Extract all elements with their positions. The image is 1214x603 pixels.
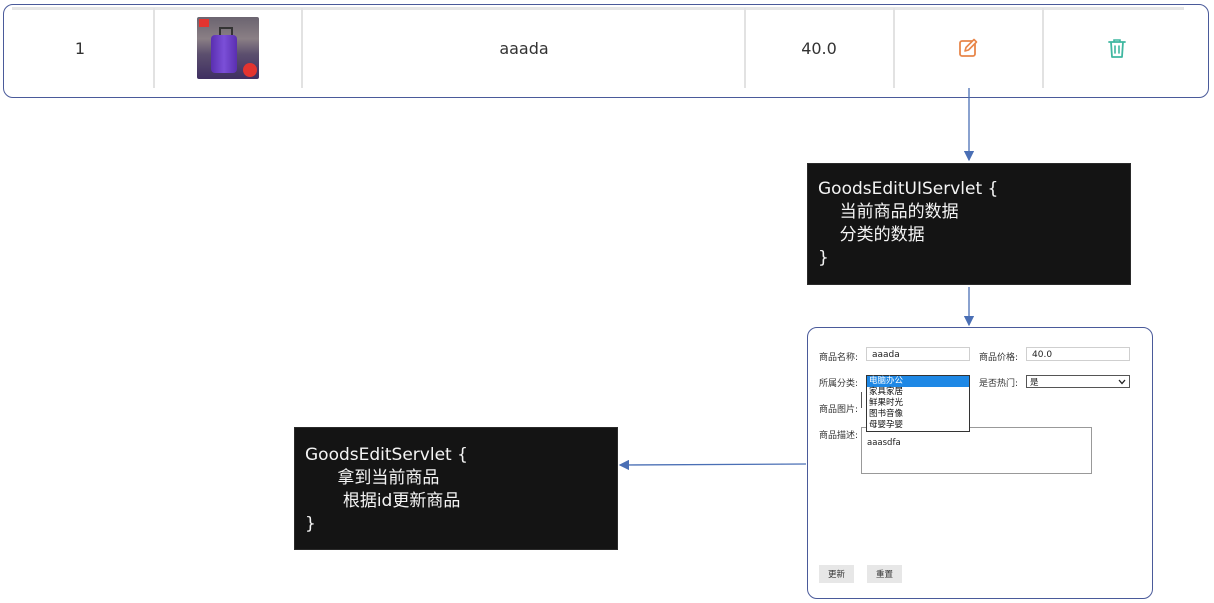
category-option[interactable]: 鲜果时光 <box>869 398 904 408</box>
category-option[interactable]: 图书音像 <box>869 409 904 419</box>
product-name: aaada <box>499 38 549 58</box>
hot-label: 是否热门: <box>979 379 1019 389</box>
column-divider <box>153 8 155 88</box>
product-table-row <box>3 4 1209 98</box>
category-option[interactable]: 母婴孕婴 <box>869 420 904 430</box>
code-line: GoodsEditServlet { <box>305 445 468 465</box>
row-index: 1 <box>74 38 86 58</box>
column-divider <box>744 8 746 88</box>
code-line: 拿到当前商品 <box>305 468 440 488</box>
category-dropdown[interactable]: 电脑办公 家具家居 鲜果时光 图书音像 母婴孕婴 <box>866 375 970 432</box>
name-input[interactable]: aaada <box>866 347 970 361</box>
product-price: 40.0 <box>801 38 837 58</box>
code-line: } <box>305 514 316 534</box>
column-divider <box>301 8 303 88</box>
code-line: 当前商品的数据 <box>818 202 959 222</box>
description-label: 商品描述: <box>819 431 859 441</box>
product-image <box>197 17 259 79</box>
reset-button[interactable]: 重置 <box>867 565 902 583</box>
edit-icon <box>959 38 978 57</box>
image-label: 商品图片: <box>819 405 859 415</box>
arrow-form-to-edit-servlet <box>618 459 807 471</box>
file-input-edge[interactable] <box>861 392 862 408</box>
delete-button[interactable] <box>1044 8 1190 88</box>
goods-edit-servlet-box: GoodsEditServlet { 拿到当前商品 根据id更新商品 } <box>294 427 618 550</box>
table-top-divider <box>12 7 1184 10</box>
description-textarea[interactable]: aaasdfa <box>861 427 1092 474</box>
code-line: 根据id更新商品 <box>305 491 461 511</box>
edit-button[interactable] <box>895 8 1041 88</box>
goods-edit-ui-servlet-box: GoodsEditUIServlet { 当前商品的数据 分类的数据 } <box>807 163 1131 285</box>
price-input[interactable]: 40.0 <box>1026 347 1130 361</box>
code-line: } <box>818 248 829 268</box>
product-image-cell <box>156 8 300 88</box>
hot-select[interactable]: 是 <box>1026 375 1130 388</box>
hot-select-value: 是 <box>1030 378 1039 388</box>
code-line: 分类的数据 <box>818 225 925 245</box>
category-option[interactable]: 家具家居 <box>869 387 904 397</box>
update-button[interactable]: 更新 <box>819 565 854 583</box>
category-label: 所属分类: <box>819 379 859 389</box>
column-divider <box>1042 8 1044 88</box>
price-label: 商品价格: <box>979 353 1019 363</box>
name-label: 商品名称: <box>819 353 859 363</box>
code-line: GoodsEditUIServlet { <box>818 179 999 199</box>
chevron-down-icon <box>1118 379 1126 385</box>
column-divider <box>893 8 895 88</box>
goods-edit-form <box>807 327 1153 599</box>
trash-icon <box>1108 39 1126 58</box>
category-option-selected[interactable]: 电脑办公 <box>867 376 969 387</box>
